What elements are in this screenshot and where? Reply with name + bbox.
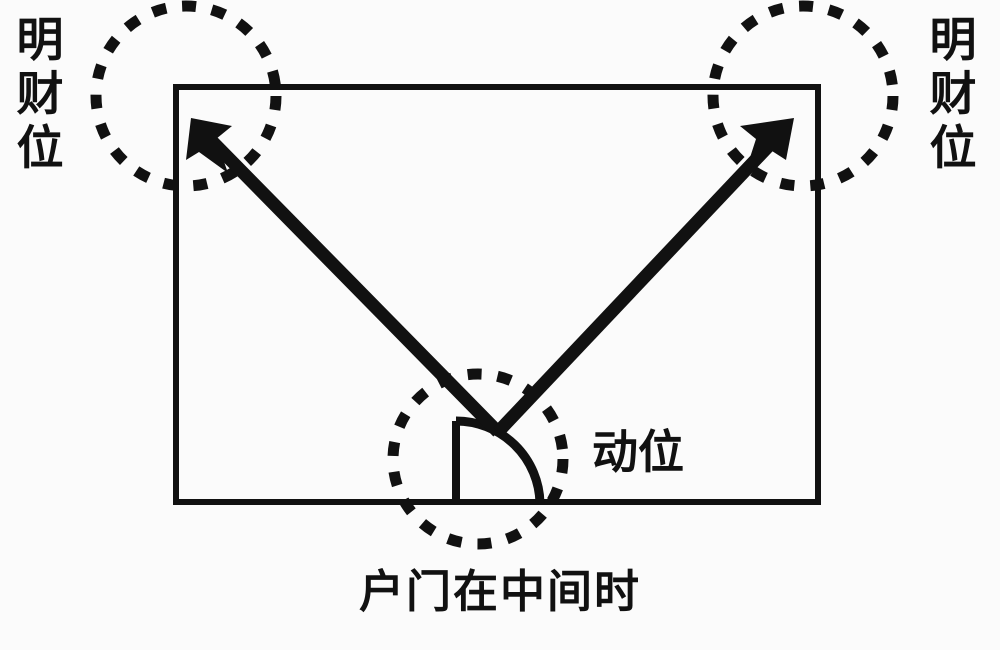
diagram-caption: 户门在中间时 bbox=[358, 565, 641, 618]
arrow-to-left-corner bbox=[186, 118, 503, 437]
label-right-wealth-position: 明 财 位 bbox=[929, 13, 977, 176]
label-left-wealth-position: 明 财 位 bbox=[16, 13, 64, 176]
arrow-to-right-corner bbox=[493, 118, 794, 437]
label-moving-position: 动位 bbox=[592, 425, 684, 479]
circle-right-wealth bbox=[707, 0, 899, 192]
circle-door-moving bbox=[387, 368, 569, 550]
circle-left-wealth bbox=[90, 0, 282, 192]
door-swing-arc bbox=[455, 416, 545, 504]
room-outline bbox=[173, 84, 821, 505]
